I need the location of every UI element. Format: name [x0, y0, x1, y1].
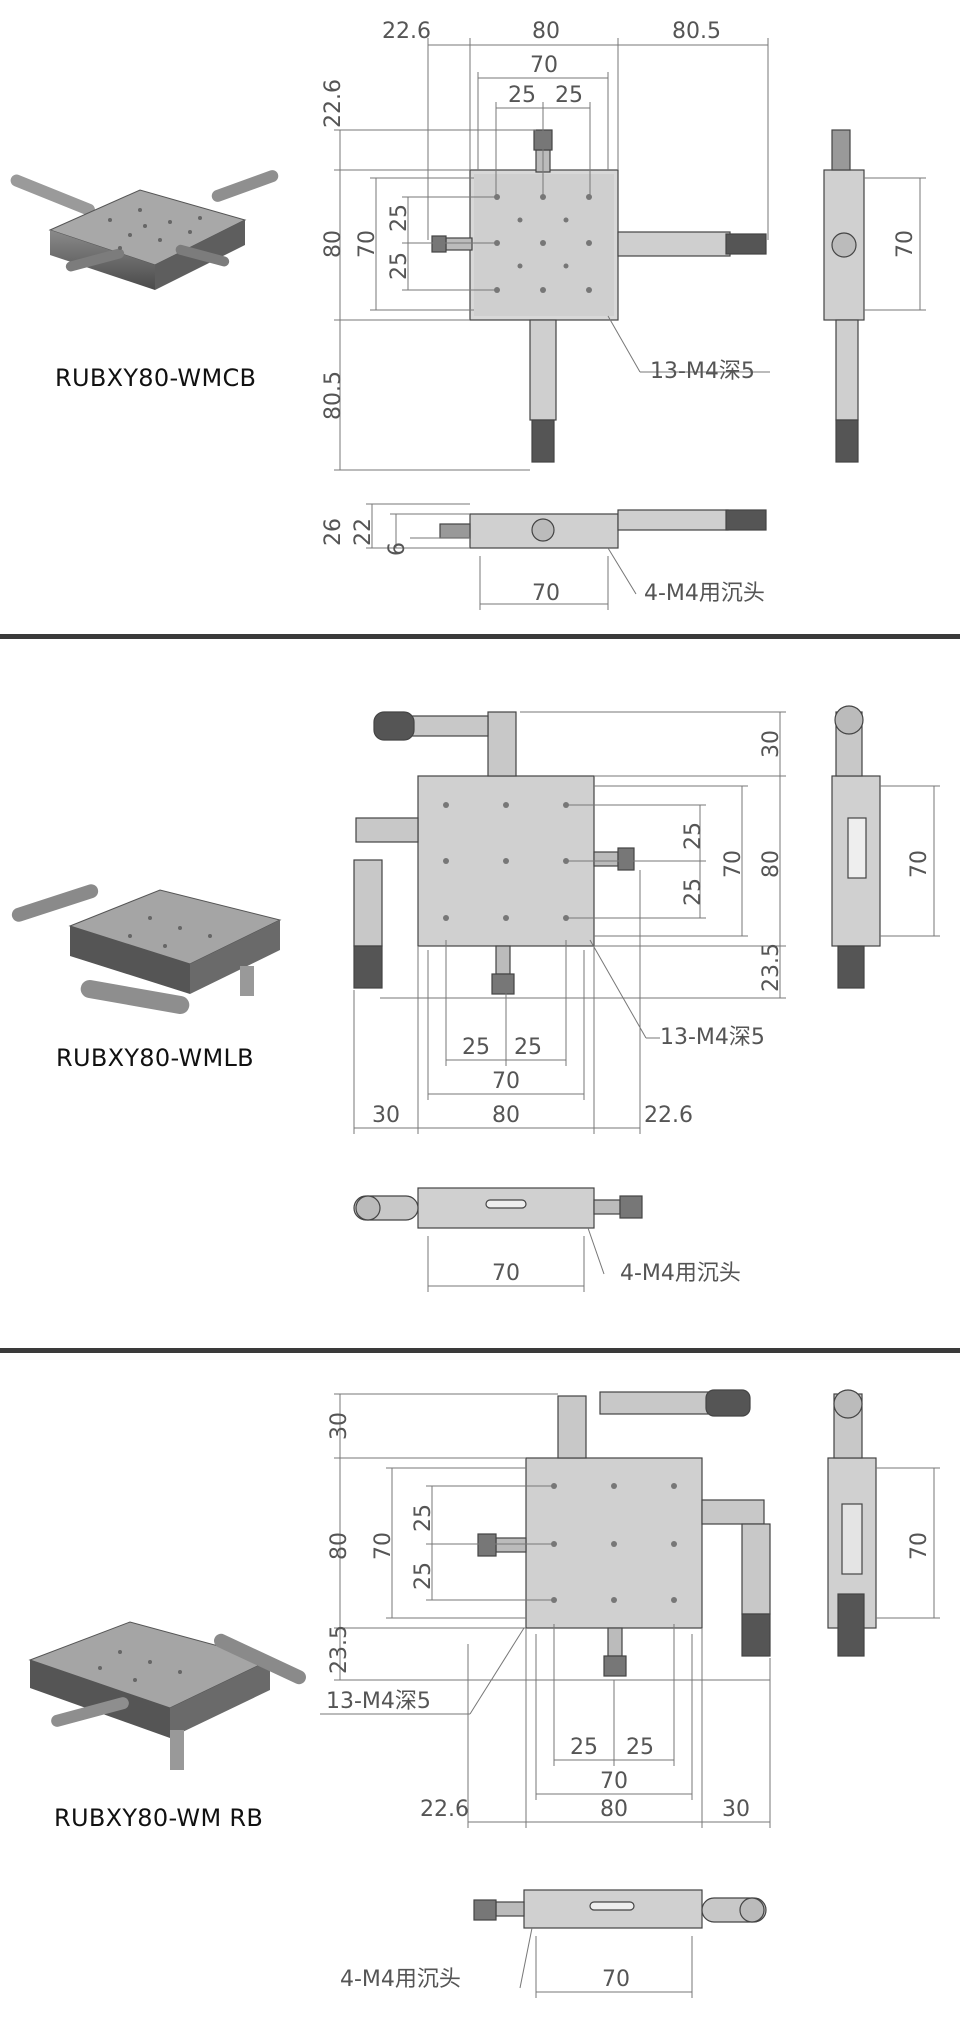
- dim-label: 70: [600, 1769, 628, 1794]
- section-divider: [0, 634, 960, 639]
- dimension-drawing-wmrb: 30 80 70 25 25 23.5 25 25 70 22.6 80 30 …: [320, 1389, 940, 1998]
- dim-label: 70: [492, 1069, 520, 1094]
- dim-label: 70: [532, 581, 560, 606]
- dim-label: 80.5: [321, 371, 346, 420]
- counterbore-note: 4-M4用沉头: [340, 1967, 461, 1992]
- dimension-labels: 22.6 80 80.5 70 25 25 22.6 80 70 25 25 8…: [321, 19, 721, 420]
- dim-label: 22.6: [644, 1103, 693, 1128]
- counterbore-note: 4-M4用沉头: [644, 581, 765, 606]
- dim-label: 25: [387, 252, 412, 280]
- dim-label: 70: [371, 1532, 396, 1560]
- dim-label: 80: [492, 1103, 520, 1128]
- stage-section-wmcb: RUBXY80-WMCB: [0, 0, 960, 632]
- hole-note: 13-M4深5: [650, 359, 755, 384]
- dim-label: 22: [351, 518, 376, 546]
- stage-section-wmrb: RUBXY80-WM RB: [0, 1354, 960, 2040]
- model-name: RUBXY80-WMLB: [56, 1044, 254, 1072]
- dim-label: 22.6: [321, 79, 346, 128]
- dim-label: 30: [372, 1103, 400, 1128]
- dim-label: 25: [411, 1504, 436, 1532]
- dim-label: 25: [411, 1562, 436, 1590]
- dim-label: 25: [555, 83, 583, 108]
- hole-note: 13-M4深5: [326, 1689, 431, 1714]
- dim-label: 23.5: [759, 943, 784, 992]
- stage-section-wmlb: RUBXY80-WMLB: [0, 640, 960, 1346]
- dim-label: 80: [532, 19, 560, 44]
- dim-label: 70: [530, 53, 558, 78]
- dim-label: 70: [602, 1967, 630, 1992]
- dim-label: 70: [721, 850, 746, 878]
- dim-label: 25: [681, 878, 706, 906]
- dim-label: 25: [570, 1735, 598, 1760]
- dim-label: 30: [327, 1412, 352, 1440]
- dim-label: 25: [514, 1035, 542, 1060]
- product-photo-wmrb: [28, 1621, 306, 1770]
- dim-label: 80: [600, 1797, 628, 1822]
- dim-label: 25: [462, 1035, 490, 1060]
- dim-label: 25: [681, 822, 706, 850]
- dim-label: 25: [626, 1735, 654, 1760]
- dim-label: 6: [385, 542, 410, 556]
- dim-label: 70: [492, 1261, 520, 1286]
- product-photo-wmlb: [11, 884, 282, 1014]
- dim-label: 70: [907, 850, 932, 878]
- dim-label: 22.6: [420, 1797, 469, 1822]
- model-name: RUBXY80-WMCB: [55, 364, 257, 392]
- model-name: RUBXY80-WM RB: [54, 1804, 264, 1832]
- dim-label: 30: [722, 1797, 750, 1822]
- dimension-drawing-wmcb: 22.6 80 80.5 70 25 25 22.6 80 70 25 25 8…: [321, 19, 926, 610]
- dim-label: 80: [759, 850, 784, 878]
- dim-label: 70: [355, 230, 380, 258]
- product-photo-wmcb: [10, 170, 279, 290]
- dim-label: 70: [907, 1532, 932, 1560]
- dim-label: 70: [893, 230, 918, 258]
- dim-label: 80.5: [672, 19, 721, 44]
- dim-label: 23.5: [327, 1625, 352, 1674]
- dim-label: 30: [759, 730, 784, 758]
- dimension-drawing-wmlb: 30 25 25 70 80 23.5 25 25 70 30 80 22.6 …: [353, 705, 940, 1292]
- section-divider: [0, 1348, 960, 1353]
- hole-note: 13-M4深5: [660, 1025, 765, 1050]
- dim-label: 25: [508, 83, 536, 108]
- counterbore-note: 4-M4用沉头: [620, 1261, 741, 1286]
- dim-label: 22.6: [382, 19, 431, 44]
- dim-label: 80: [321, 230, 346, 258]
- dim-label: 26: [321, 518, 346, 546]
- dim-label: 25: [387, 204, 412, 232]
- dim-label: 80: [327, 1532, 352, 1560]
